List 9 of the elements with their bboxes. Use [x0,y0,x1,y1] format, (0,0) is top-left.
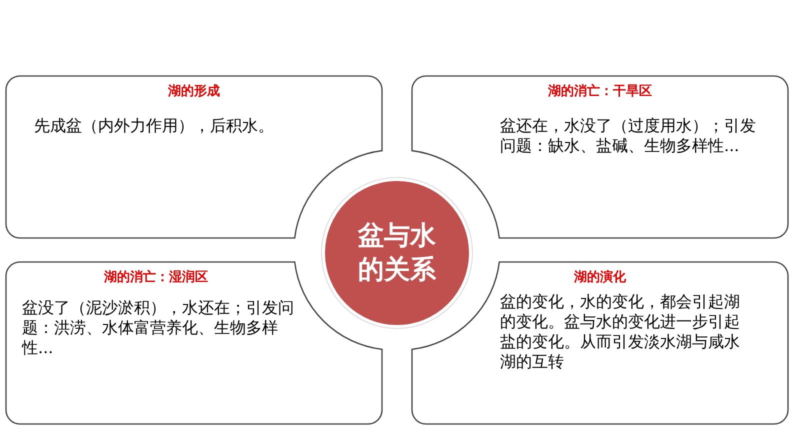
box-text: 盆的变化，水的变化，都会引起湖的变化。盆与水的变化进一步引起盐的变化。从而引发淡水湖与咸水湖的互转 [500,292,741,372]
box-text: 盆还在，水没了（过度用水）；引发问题：缺水、盐碱、生物多样性... [500,116,757,156]
box-text: 盆没了（泥沙淤积），水还在；引发问题：洪涝、水体富营养化、生物多样性... [22,298,295,358]
box-heading: 湖的形成 [168,83,220,100]
box-heading: 湖的演化 [574,268,626,286]
box-text: 先成盆（内外力作用），后积水。 [34,116,275,136]
box-heading: 湖的消亡：湿润区 [104,268,208,286]
circle-label: 盆与水的关系 [356,220,437,287]
box-heading: 湖的消亡：干旱区 [548,82,652,100]
